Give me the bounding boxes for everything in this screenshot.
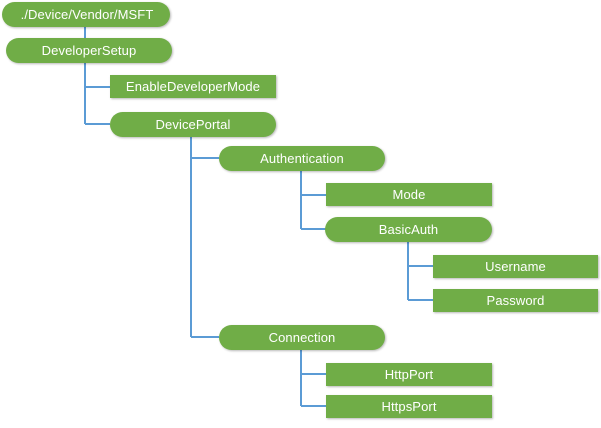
- tree-node-label-connection: Connection: [268, 330, 336, 345]
- tree-node-deviceportal[interactable]: DevicePortal: [110, 112, 276, 137]
- tree-node-label-root: ./Device/Vendor/MSFT: [20, 7, 154, 22]
- tree-node-connection[interactable]: Connection: [219, 325, 385, 350]
- tree-node-label-password: Password: [486, 293, 545, 308]
- tree-node-label-authentication: Authentication: [260, 151, 344, 166]
- tree-node-label-developersetup: DeveloperSetup: [41, 43, 137, 58]
- tree-node-label-deviceportal: DevicePortal: [155, 117, 231, 132]
- tree-node-password[interactable]: Password: [433, 289, 598, 312]
- tree-node-label-mode: Mode: [392, 187, 426, 202]
- tree-node-httpport[interactable]: HttpPort: [326, 363, 492, 386]
- tree-node-label-httpport: HttpPort: [384, 367, 434, 382]
- tree-node-basicauth[interactable]: BasicAuth: [325, 217, 492, 242]
- tree-node-authentication[interactable]: Authentication: [219, 146, 385, 171]
- tree-node-httpsport[interactable]: HttpsPort: [326, 395, 492, 418]
- tree-node-username[interactable]: Username: [433, 255, 598, 278]
- tree-node-label-username: Username: [485, 259, 546, 274]
- tree-node-enabledevelopermode[interactable]: EnableDeveloperMode: [110, 75, 276, 98]
- tree-node-label-httpsport: HttpsPort: [381, 399, 437, 414]
- tree-node-root[interactable]: ./Device/Vendor/MSFT: [2, 2, 170, 27]
- tree-node-mode[interactable]: Mode: [326, 183, 492, 206]
- tree-node-developersetup[interactable]: DeveloperSetup: [6, 38, 172, 63]
- tree-node-label-basicauth: BasicAuth: [378, 222, 439, 237]
- tree-node-label-enabledevelopermode: EnableDeveloperMode: [125, 79, 261, 94]
